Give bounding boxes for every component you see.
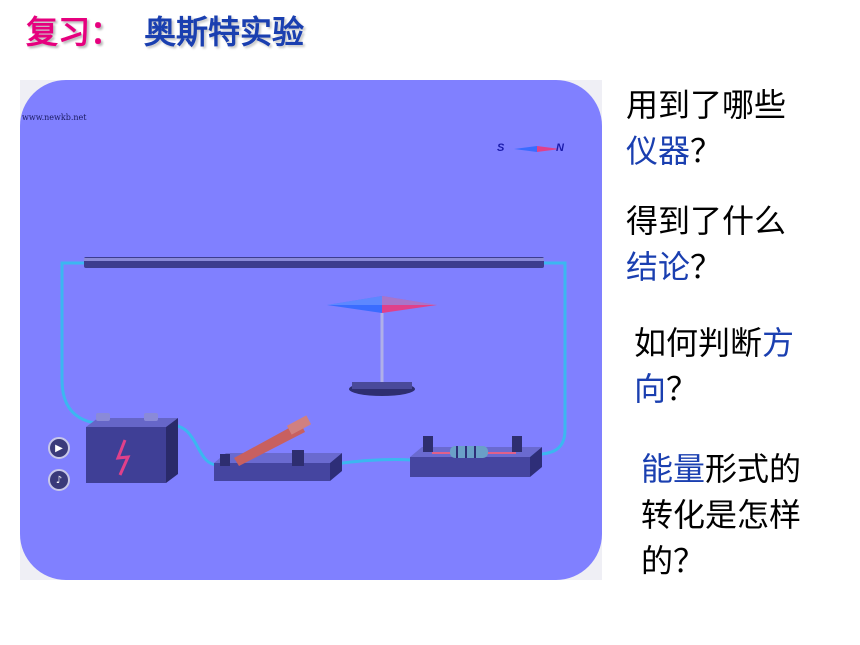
compass-s-label: S xyxy=(497,142,505,154)
question-highlight: 能量 xyxy=(641,450,706,488)
question-line: 转化是怎样 xyxy=(641,496,802,534)
experiment-scene xyxy=(60,146,567,483)
simulation-frame: www.newkb.net xyxy=(20,80,602,580)
question-mark: ？ xyxy=(690,132,723,170)
simulation-screen[interactable]: www.newkb.net xyxy=(20,80,602,580)
battery xyxy=(86,413,178,483)
circuit-wire xyxy=(60,261,567,467)
compass-n-label: N xyxy=(556,142,564,154)
question-line: 得到了什么 xyxy=(626,202,787,240)
magnetic-needle xyxy=(327,296,437,396)
question-highlight: 向 xyxy=(634,370,667,408)
knife-switch xyxy=(214,415,342,481)
question-highlight: 结论 xyxy=(626,248,691,286)
question-energy: 能量形式的 转化是怎样 的？ xyxy=(641,446,801,584)
question-line: 用到了哪些 xyxy=(626,86,787,124)
resistor-block xyxy=(410,436,542,477)
question-line: 的？ xyxy=(641,542,706,580)
question-highlight: 仪器 xyxy=(626,132,691,170)
question-instruments: 用到了哪些 仪器？ xyxy=(626,82,786,174)
title-review: 复习： xyxy=(26,13,123,51)
question-mark: ？ xyxy=(690,248,723,286)
question-line: 如何判断 xyxy=(634,324,763,362)
question-highlight: 方 xyxy=(762,324,795,362)
slide-title: 复习： 奥斯特实验 xyxy=(26,10,304,54)
play-icon: ▶ xyxy=(55,442,63,454)
title-topic: 奥斯特实验 xyxy=(144,13,305,51)
question-conclusion: 得到了什么 结论？ xyxy=(626,198,786,290)
watermark: www.newkb.net xyxy=(22,113,87,122)
sound-button[interactable]: ♪ xyxy=(48,469,70,491)
speaker-icon: ♪ xyxy=(55,474,63,486)
question-direction: 如何判断方 向？ xyxy=(634,320,794,412)
question-line: 形式的 xyxy=(705,450,802,488)
mini-compass-needle xyxy=(514,146,537,152)
play-button[interactable]: ▶ xyxy=(48,437,70,459)
question-mark: ？ xyxy=(666,370,699,408)
